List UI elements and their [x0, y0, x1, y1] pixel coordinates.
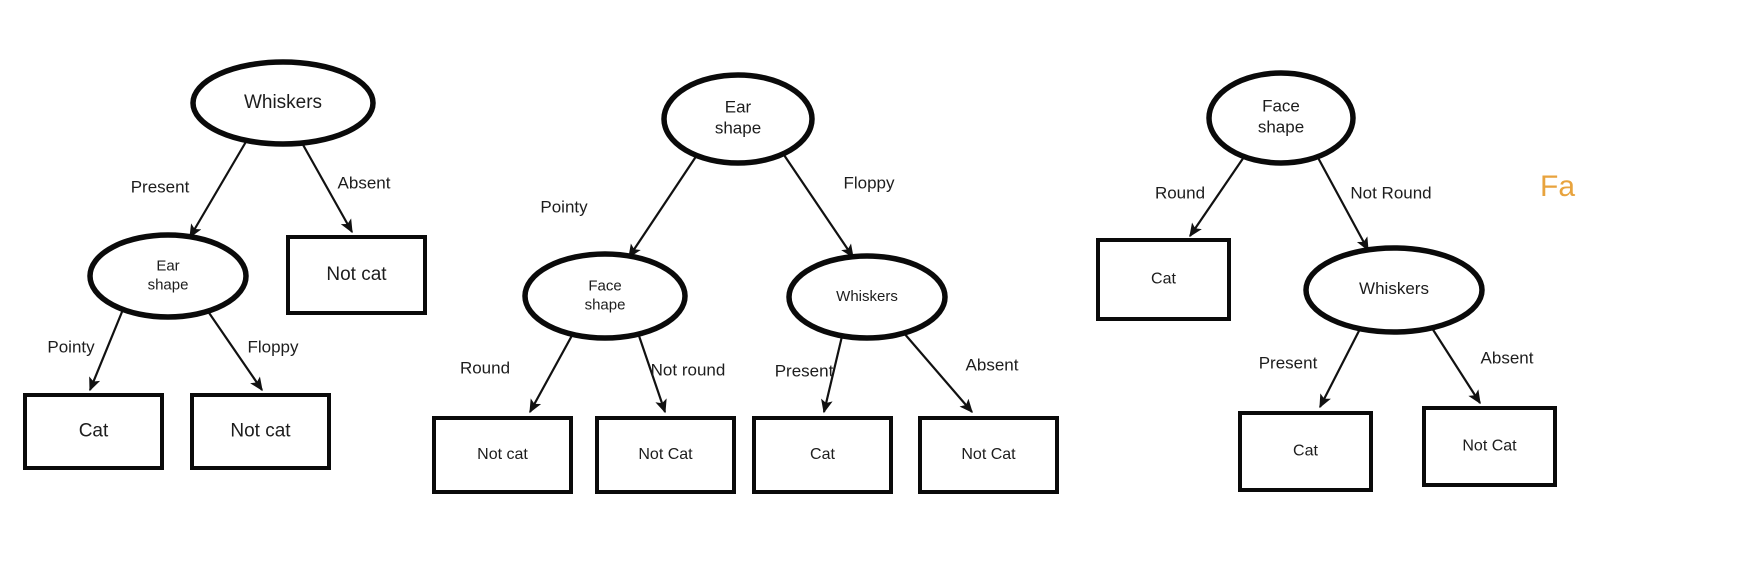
edge-label: Present — [1259, 353, 1318, 372]
node-label: Not cat — [230, 421, 291, 442]
decision-node-ellipse[interactable] — [1303, 245, 1485, 335]
node-label: Not cat — [477, 446, 528, 463]
leaf-node-box[interactable] — [1238, 411, 1373, 492]
node-label: Not Cat — [1462, 438, 1517, 455]
node-label: Not Cat — [638, 446, 693, 463]
node-label: Cat — [1151, 271, 1176, 288]
leaf-node-box[interactable] — [918, 416, 1059, 494]
edge-label: Not Round — [1350, 183, 1431, 202]
node-label: Cat — [810, 446, 835, 463]
tree-edge-absent — [902, 331, 973, 413]
leaf-node-box[interactable] — [190, 393, 331, 470]
node-label: Not Cat — [961, 446, 1016, 463]
cut-off-orange-text: Fa — [1540, 170, 1575, 203]
decision-node-ellipse[interactable] — [786, 253, 948, 341]
leaf-node-box[interactable] — [286, 235, 427, 315]
edge-label: Present — [131, 177, 190, 196]
leaf-node-box[interactable] — [23, 393, 164, 470]
node-label: Whiskers — [836, 288, 898, 305]
leaf-node-box[interactable] — [1422, 406, 1557, 487]
decision-node-ellipse[interactable] — [661, 72, 815, 166]
node-label: Not cat — [326, 264, 387, 285]
edge-label: Floppy — [247, 337, 299, 356]
edge-label: Not round — [651, 360, 726, 379]
node-label: Cat — [1293, 443, 1318, 460]
tree-edge-floppy — [204, 306, 263, 392]
tree-edge-round — [529, 329, 576, 414]
edge-label: Present — [775, 361, 834, 380]
tree-edge-absent — [301, 142, 353, 234]
decision-node-ellipse[interactable] — [190, 59, 376, 147]
tree-edge-present — [189, 139, 248, 239]
edge-label: Absent — [966, 355, 1019, 374]
node-label: Cat — [79, 421, 109, 442]
edge-label: Round — [460, 358, 510, 377]
edge-label: Pointy — [47, 337, 95, 356]
tree-edge-pointy — [628, 154, 698, 259]
node-label: Whiskers — [1359, 279, 1429, 298]
edge-label: Round — [1155, 183, 1205, 202]
tree-edge-present — [821, 331, 845, 414]
node-label: Whiskers — [244, 92, 322, 113]
tree-edge-absent — [1429, 324, 1481, 405]
edge-label: Absent — [1481, 348, 1534, 367]
decision-node-ellipse[interactable] — [1206, 70, 1356, 166]
leaf-node-box[interactable] — [752, 416, 893, 494]
tree-edge-not-round — [635, 329, 667, 414]
edge-label: Absent — [338, 173, 391, 192]
leaf-node-box[interactable] — [1096, 238, 1231, 321]
tree-edge-pointy — [88, 306, 126, 392]
tree-edge-floppy — [783, 154, 854, 259]
edge-label: Pointy — [540, 197, 588, 216]
edge-label: Floppy — [843, 173, 895, 192]
decision-node-ellipse[interactable] — [87, 232, 249, 320]
decision-node-ellipse[interactable] — [522, 251, 688, 341]
tree-edge-not-round — [1315, 153, 1369, 252]
leaf-node-box[interactable] — [432, 416, 573, 494]
tree-edge-round — [1189, 153, 1247, 238]
leaf-node-box[interactable] — [595, 416, 736, 494]
tree-edge-present — [1319, 324, 1363, 409]
